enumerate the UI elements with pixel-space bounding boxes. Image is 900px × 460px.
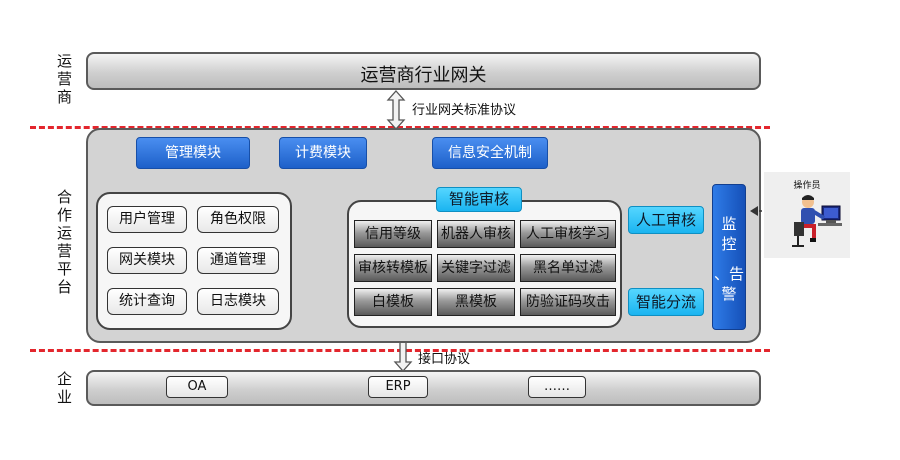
review-blacklist-filter: 黑名单过滤 [520, 254, 616, 282]
review-white-template: 白模板 [354, 288, 432, 316]
operator-person-icon [792, 195, 842, 247]
enterprise-bar: OA ERP …… [86, 370, 761, 406]
separator-top [30, 126, 770, 129]
smart-split-box: 智能分流 [628, 288, 704, 316]
module-management: 管理模块 [136, 137, 250, 169]
protocol-bottom-label: 接口协议 [418, 352, 471, 367]
enterprise-system-oa: OA [166, 376, 228, 398]
review-keyword-filter: 关键字过滤 [437, 254, 515, 282]
operator-figure: 操作员 [764, 172, 850, 258]
review-robot: 机器人审核 [437, 220, 515, 248]
manual-review-box: 人工审核 [628, 206, 704, 234]
layer-label-platform: 合作运营平台 [57, 188, 73, 296]
monitor-text-4: 警 [721, 285, 737, 303]
smart-review-title: 智能审核 [436, 187, 522, 212]
layer-label-enterprise: 企业 [57, 370, 73, 406]
layer-label-carrier: 运营商 [57, 52, 73, 106]
module-channel-management: 通道管理 [197, 247, 279, 274]
review-manual-learning: 人工审核学习 [520, 220, 616, 248]
module-gateway: 网关模块 [107, 247, 187, 274]
enterprise-system-erp: ERP [368, 376, 428, 398]
review-black-template: 黑模板 [437, 288, 515, 316]
module-role-permission: 角色权限 [197, 206, 279, 233]
module-info-security: 信息安全机制 [432, 137, 548, 169]
monitor-alarm-box: 监 控 、告 警 [712, 184, 746, 330]
review-anti-captcha-attack: 防验证码攻击 [520, 288, 616, 316]
monitor-text-2: 控 [721, 235, 737, 253]
module-log: 日志模块 [197, 288, 279, 315]
enterprise-system-more: …… [528, 376, 586, 398]
double-arrow-top [386, 90, 406, 130]
protocol-top-label: 行业网关标准协议 [412, 103, 517, 118]
operator-label: 操作员 [793, 181, 821, 191]
review-to-template: 审核转模板 [354, 254, 432, 282]
carrier-gateway-bar: 运营商行业网关 [86, 52, 761, 90]
monitor-text-1: 监 [721, 215, 737, 233]
monitor-text-3: 、告 [713, 265, 744, 283]
module-billing: 计费模块 [279, 137, 367, 169]
module-statistics-query: 统计查询 [107, 288, 187, 315]
module-user-management: 用户管理 [107, 206, 187, 233]
carrier-gateway-title: 运营商行业网关 [360, 65, 487, 86]
review-credit-level: 信用等级 [354, 220, 432, 248]
